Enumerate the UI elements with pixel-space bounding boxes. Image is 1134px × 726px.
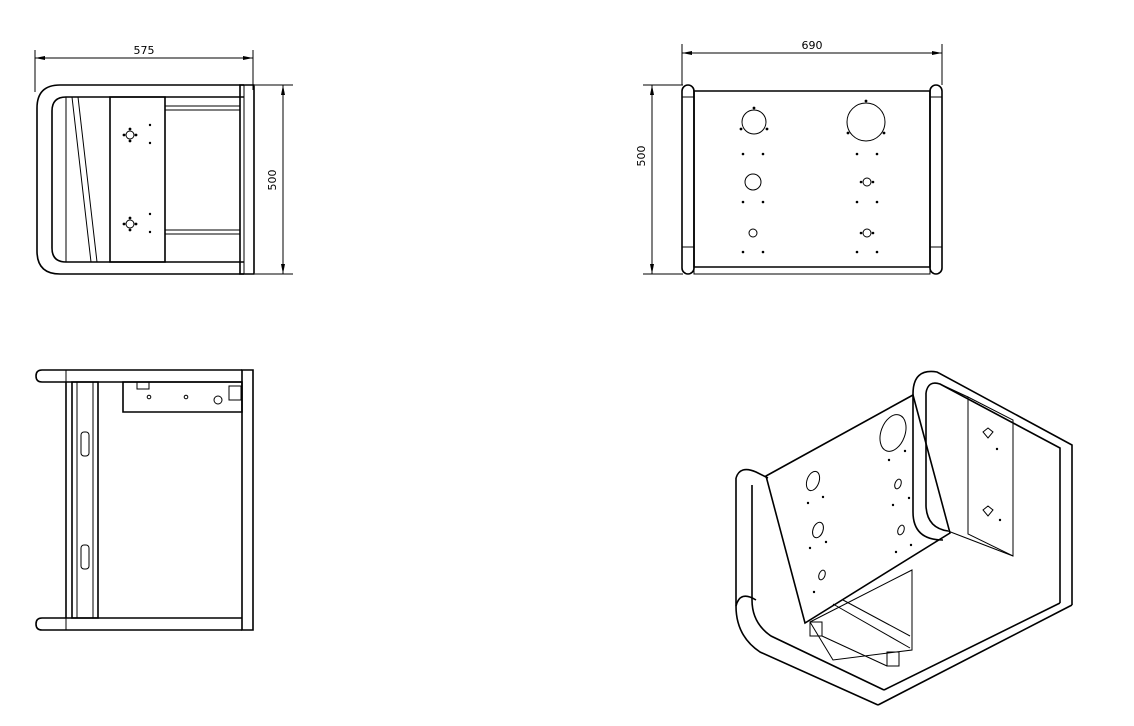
dimension-side-height: 500 (255, 85, 293, 274)
top-view (36, 370, 253, 630)
isometric-view (736, 371, 1072, 705)
dimension-front-width-label: 690 (802, 39, 823, 52)
dimension-side-width: 575 (35, 44, 253, 92)
side-plate-holes (122, 123, 152, 234)
dimension-side-height-label: 500 (266, 170, 279, 191)
front-panel-holes (739, 99, 886, 254)
dimension-front-width: 690 (682, 39, 942, 85)
side-view: 575 500 (35, 44, 293, 274)
front-view: 690 500 (635, 39, 942, 274)
dimension-front-height: 500 (635, 85, 683, 274)
iso-panel-holes (805, 414, 913, 594)
dimension-side-width-label: 575 (134, 44, 155, 57)
dimension-front-height-label: 500 (635, 146, 648, 167)
